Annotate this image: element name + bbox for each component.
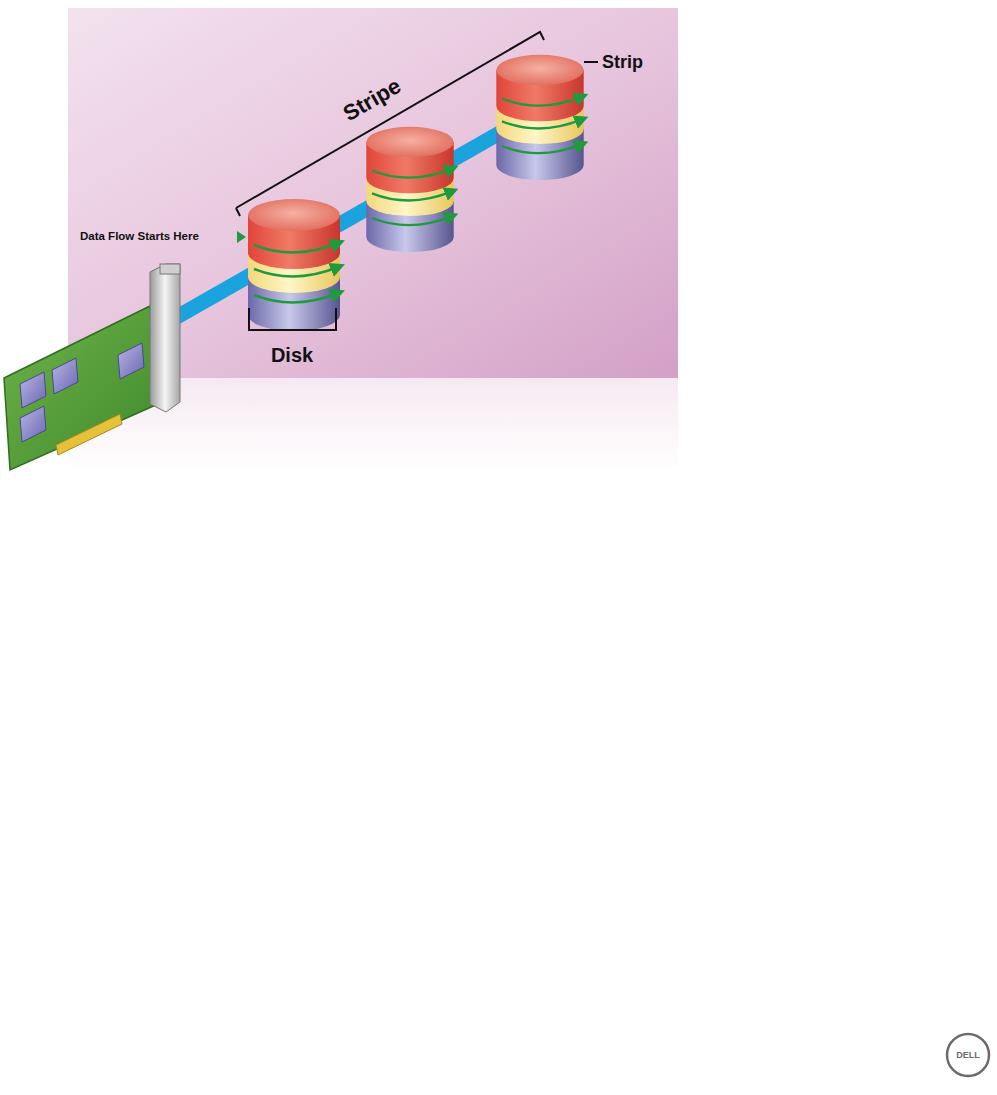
data-flow-label: Data Flow Starts Here	[80, 231, 199, 243]
logo-text: DELL	[956, 1051, 980, 1060]
strip-label: Strip	[602, 53, 643, 71]
disk-label: Disk	[271, 345, 313, 365]
